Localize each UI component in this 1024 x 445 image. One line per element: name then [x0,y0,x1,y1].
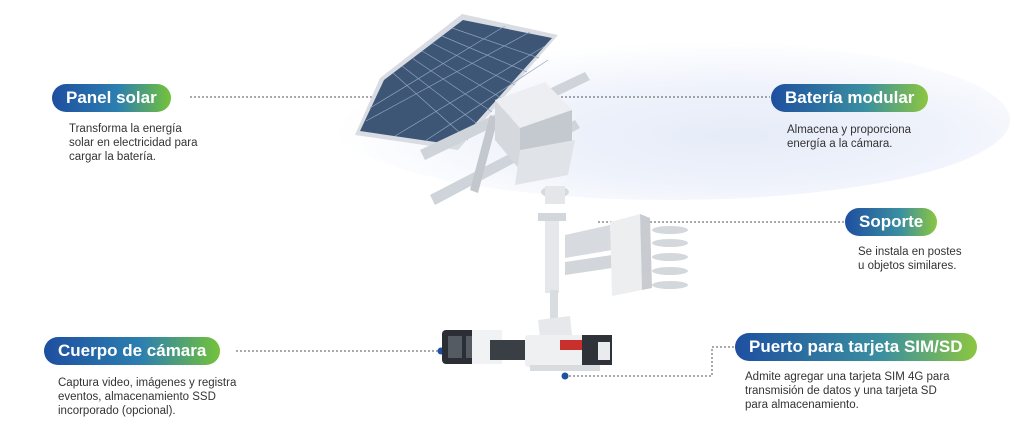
description-line: incorporado (opcional). [58,405,176,417]
bracket-graphic [538,213,688,320]
description-line: Transforma la energía [69,123,182,135]
description-line: transmisión de datos y una tarjeta SD [745,385,937,397]
description-line: Admite agregar una tarjeta SIM 4G para [745,371,950,383]
connector-puerto [565,346,735,377]
soporte-description: Se instala en postes u objetos similares… [858,245,962,273]
description-line: u objetos similares. [858,260,957,272]
description-line: energía a la cámara. [787,138,893,150]
panel-solar-title: Panel solar [66,88,157,107]
puerto-sim-sd-badge: Puerto para tarjeta SIM/SD [735,333,977,361]
cuerpo-camara-description: Captura video, imágenes y registra event… [58,376,236,418]
description-line: solar en electricidad para [69,137,198,149]
bateria-badge: Batería modular [771,84,929,112]
description-line: eventos, almacenamiento SSD [58,391,216,403]
cuerpo-camara-title: Cuerpo de cámara [58,341,207,360]
description-line: Captura video, imágenes y registra [58,377,237,389]
soporte-badge: Soporte [845,208,938,236]
puerto-sim-sd-title: Puerto para tarjeta SIM/SD [749,337,963,356]
dot-puerto [561,372,569,380]
description-line: Almacena y proporciona [787,124,912,136]
battery-graphic [495,82,575,204]
cuerpo-camara-badge: Cuerpo de cámara [44,337,221,365]
description-line: cargar la batería. [69,151,156,163]
soporte-title: Soporte [859,212,924,231]
puerto-sim-sd-description: Admite agregar una tarjeta SIM 4G para t… [745,370,950,412]
bateria-description: Almacena y proporciona energía a la cáma… [787,123,911,151]
camera-graphic [442,316,612,371]
solar-panel-graphic [355,14,590,205]
description-line: para almacenamiento. [745,399,859,411]
bateria-title: Batería modular [785,88,915,107]
panel-solar-description: Transforma la energía solar en electrici… [69,122,198,164]
panel-solar-badge: Panel solar [52,84,171,112]
description-line: Se instala en postes [858,246,962,258]
